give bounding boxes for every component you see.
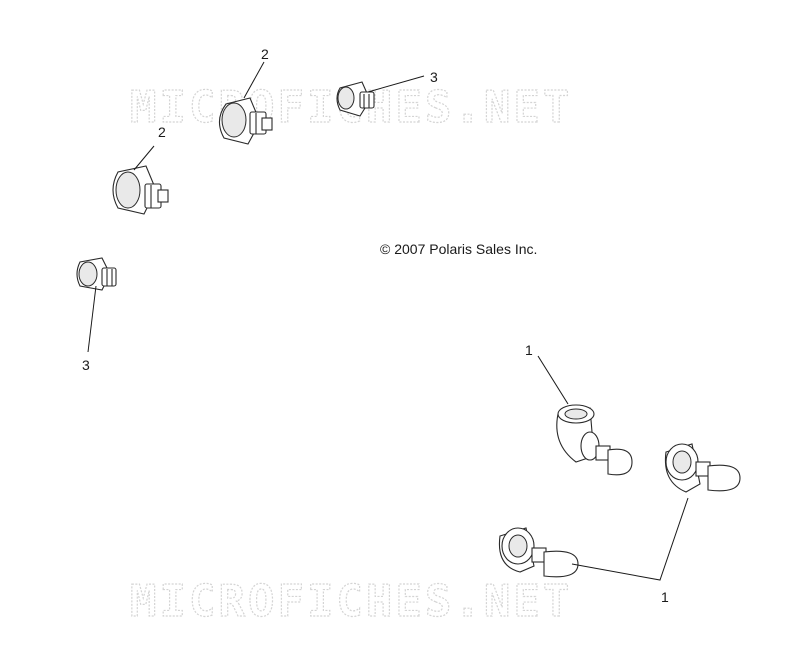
- watermark-bottom: MICROFICHES.NET: [130, 576, 572, 627]
- leader-top-small-bulb: [367, 75, 425, 93]
- small-wedge-bulb-top: [336, 81, 375, 117]
- leader-upper-wedge-bulb: [243, 61, 265, 99]
- leader-lower-wedge-bulb: [133, 145, 155, 171]
- callout-upper-wedge-bulb: 2: [261, 46, 269, 62]
- callout-lower-wedge-bulb: 2: [158, 124, 166, 140]
- headlamp-bulb-right: [664, 443, 741, 493]
- wedge-bulb-lower: [112, 165, 169, 215]
- callout-left-small-bulb: 3: [82, 357, 90, 373]
- callout-top-small-bulb: 3: [430, 69, 438, 85]
- headlamp-bulb-lower: [498, 527, 579, 578]
- small-wedge-bulb-left: [76, 257, 117, 291]
- callout-upper-headlamp: 1: [525, 342, 533, 358]
- wedge-bulb-upper: [218, 97, 273, 145]
- callout-lower-headlamps: 1: [661, 589, 669, 605]
- copyright-text: © 2007 Polaris Sales Inc.: [380, 241, 537, 257]
- leader-upper-headlamp: [537, 355, 569, 405]
- leader-left-small-bulb: [87, 285, 97, 353]
- headlamp-bulb-upper: [556, 404, 633, 476]
- leader-lower-headlamps: [571, 497, 689, 581]
